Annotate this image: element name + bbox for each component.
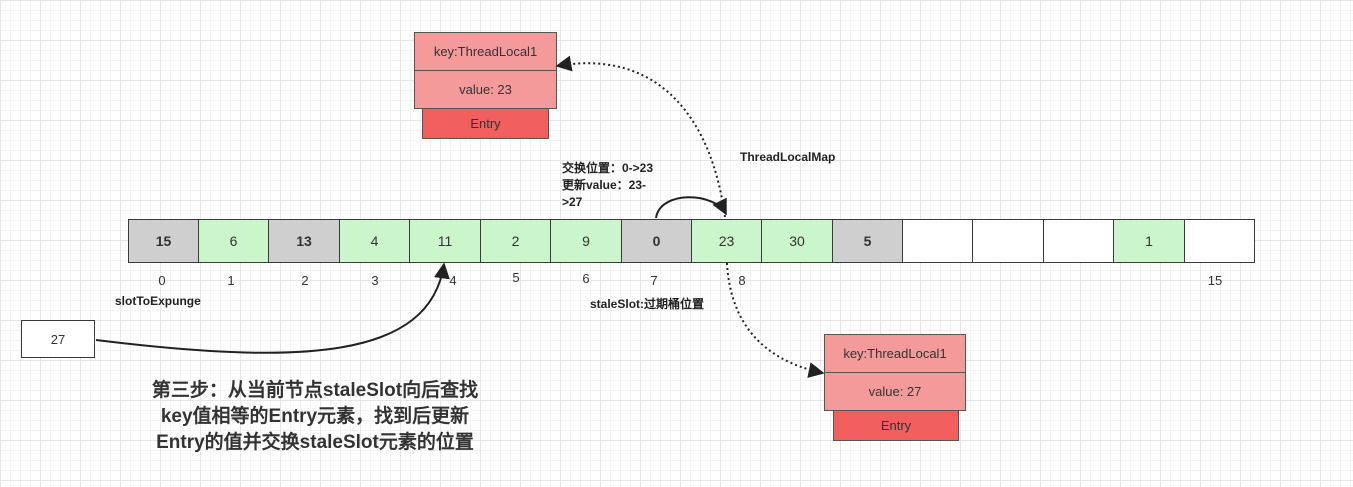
array-cell-value: 30 (789, 233, 805, 249)
entry-bottom-key: key:ThreadLocal1 (824, 334, 966, 373)
array-cell-value: 2 (511, 233, 520, 249)
index-label-6: 6 (582, 271, 590, 286)
array-cell-value: 9 (582, 233, 590, 249)
thread-local-map-label: ThreadLocalMap (740, 150, 836, 164)
array-cell-6: 9 (550, 219, 622, 263)
arrow-to-top-entry (555, 55, 726, 218)
entry-top-key: key:ThreadLocal1 (414, 32, 557, 71)
arrow-to-bottom-entry (726, 262, 825, 378)
array-cell-11 (902, 219, 973, 263)
index-label-15: 15 (1207, 273, 1223, 288)
entry-bottom-label-text: Entry (880, 418, 912, 433)
array-cell-4: 11 (409, 219, 481, 263)
array-cell-1: 6 (198, 219, 269, 263)
entry-top-label-text: Entry (470, 116, 501, 131)
array-cell-0: 15 (128, 219, 199, 263)
array-cell-value: 4 (370, 233, 379, 249)
arrow-to-cell-4 (95, 262, 450, 354)
entry-top-value-text: value: 23 (459, 82, 512, 97)
step-note: 第三步：从当前节点staleSlot向后查找 key值相等的Entry元素，找到… (151, 380, 479, 453)
array-cell-value: 13 (296, 233, 312, 249)
new-value-box-text: 27 (50, 331, 66, 347)
index-label-1: 1 (227, 273, 235, 288)
index-label-2: 2 (301, 273, 309, 288)
array-cell-5: 2 (480, 219, 551, 263)
entry-bottom-value-text: value: 27 (868, 384, 922, 399)
array-cell-value: 11 (437, 233, 453, 249)
index-label-8: 8 (738, 273, 746, 288)
array-cell-value: 23 (718, 233, 735, 249)
entry-bottom-key-text: key:ThreadLocal1 (843, 346, 947, 361)
entry-top-label: Entry (422, 108, 549, 139)
array-cell-10: 5 (832, 219, 903, 263)
index-label-3: 3 (371, 273, 379, 288)
swap-label: 交换位置：0->23 更新value：23- >27 (562, 161, 654, 209)
array-cell-value: 5 (863, 233, 872, 249)
index-label-7: 7 (650, 273, 658, 288)
array-cell-value: 6 (229, 233, 238, 249)
array-cell-value: 1 (1145, 233, 1153, 249)
array-cell-12 (972, 219, 1044, 263)
array-cell-15 (1184, 219, 1255, 263)
array-cell-7: 0 (621, 219, 692, 263)
entry-bottom-label: Entry (833, 410, 959, 441)
slot-to-expunge-label: slotToExpunge (115, 294, 201, 308)
array-cell-2: 13 (268, 219, 340, 263)
array-cell-value: 0 (652, 233, 661, 249)
new-value-box: 27 (21, 320, 95, 358)
entry-top-key-text: key:ThreadLocal1 (433, 44, 538, 59)
array-cell-value: 15 (155, 233, 172, 249)
swap-arrow (655, 196, 727, 219)
index-label-4: 4 (449, 273, 457, 288)
stale-slot-label: staleSlot:过期桶位置 (590, 297, 705, 311)
index-label-0: 0 (158, 273, 166, 288)
index-label-5: 5 (512, 270, 520, 285)
array-cell-9: 30 (761, 219, 833, 263)
